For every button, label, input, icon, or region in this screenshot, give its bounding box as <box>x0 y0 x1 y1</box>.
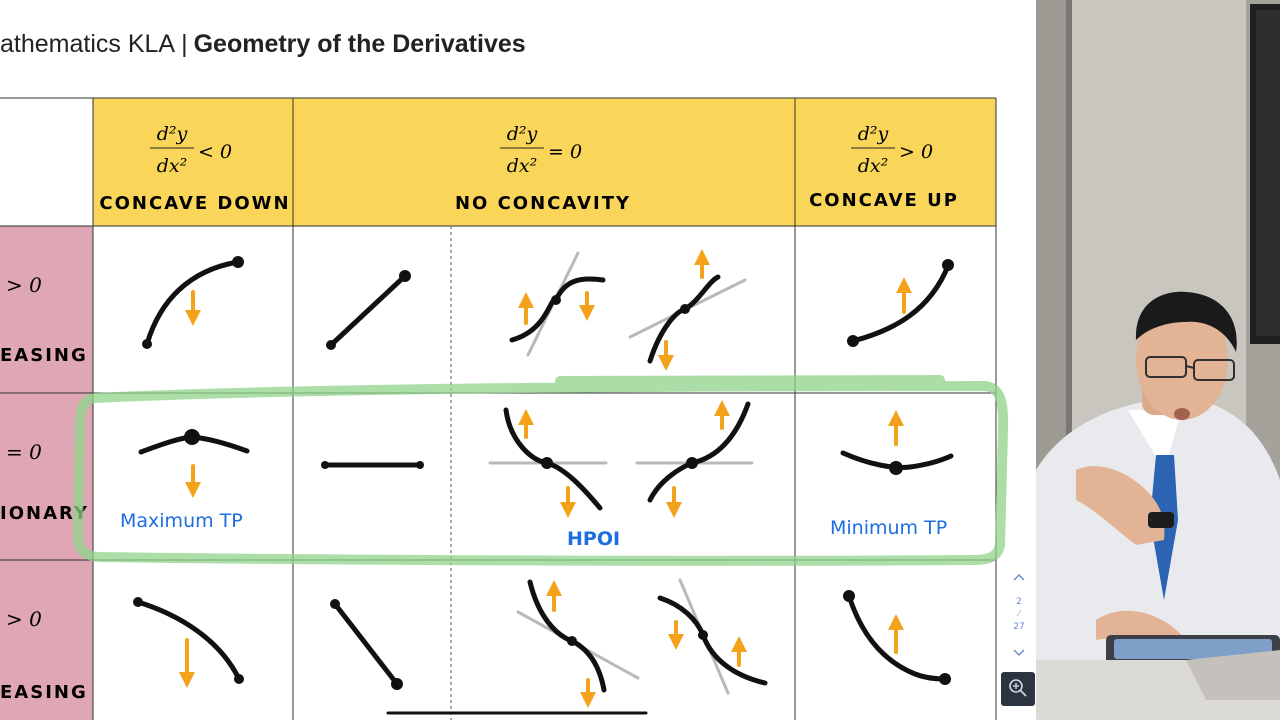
annotation-minimum: Minimum TP <box>830 517 947 539</box>
row-label: EASING <box>0 682 88 703</box>
derivatives-table: d²y dx² < 0 CONCAVE DOWN d²y dx² = 0 NO … <box>0 97 1009 720</box>
line-increasing <box>328 273 408 348</box>
condition-denominator: dx² <box>507 155 538 177</box>
condition-numerator: d²y <box>157 123 188 145</box>
curve-inflection-decreasing-a <box>527 579 607 693</box>
zoom-in-icon <box>1009 679 1027 697</box>
column-label: CONCAVE UP <box>809 190 959 211</box>
chevron-down-icon[interactable] <box>1006 643 1032 663</box>
title-main: Geometry of the Derivatives <box>193 30 526 58</box>
column-header-no-concavity: d²y dx² = 0 NO CONCAVITY <box>455 123 631 214</box>
condition-relation: = 0 <box>548 141 582 163</box>
column-label: CONCAVE DOWN <box>99 193 290 214</box>
concavity-arrows <box>179 249 912 708</box>
column-label: NO CONCAVITY <box>455 193 631 214</box>
title-prefix: athematics KLA <box>0 30 176 58</box>
row-label: EASING <box>0 345 88 366</box>
page-navigator: 2 ⁄ 27 <box>1006 565 1032 665</box>
highlight-loop <box>72 375 1009 566</box>
curve-minimum <box>840 450 954 470</box>
annotation-maximum: Maximum TP <box>120 510 243 532</box>
curve-points <box>133 256 954 690</box>
row-header-stationary: = 0 IONARY <box>0 440 89 524</box>
condition-numerator: d²y <box>858 123 889 145</box>
presenter-illustration <box>1036 0 1280 720</box>
row-header-increasing: > 0 EASING <box>0 273 88 366</box>
column-header-concave-down: d²y dx² < 0 CONCAVE DOWN <box>99 123 290 214</box>
curves <box>135 259 954 715</box>
condition-relation: < 0 <box>198 141 232 163</box>
page-total: 27 <box>1013 622 1025 632</box>
curve-concave-up-decreasing <box>846 593 948 682</box>
row-condition: > 0 <box>6 273 42 297</box>
row-header-decreasing: > 0 EASING <box>0 607 88 703</box>
curve-inflection-increasing-b <box>647 274 721 364</box>
row-label: IONARY <box>0 503 89 524</box>
condition-relation: > 0 <box>899 141 933 163</box>
zoom-button[interactable] <box>1001 672 1035 706</box>
curve-concave-down-increasing <box>144 259 241 347</box>
row-condition: > 0 <box>6 607 42 631</box>
slide-canvas: athematics KLA|Geometry of the Derivativ… <box>0 30 1035 720</box>
page-separator: ⁄ <box>1018 609 1020 618</box>
title-separator: | <box>181 30 188 58</box>
condition-denominator: dx² <box>157 155 188 177</box>
line-decreasing <box>332 601 400 687</box>
curve-hpoi-decreasing <box>503 407 603 511</box>
curve-hpoi-increasing <box>647 401 751 503</box>
chevron-up-icon[interactable] <box>1006 567 1032 587</box>
table-gridlines <box>0 97 997 720</box>
header-row-bg <box>93 98 996 226</box>
column-header-concave-up: d²y dx² > 0 CONCAVE UP <box>809 123 959 211</box>
condition-numerator: d²y <box>507 123 538 145</box>
curve-concave-down-decreasing <box>135 599 242 682</box>
condition-denominator: dx² <box>858 155 889 177</box>
row-condition: = 0 <box>6 440 42 464</box>
webcam-video <box>1036 0 1280 720</box>
page-title: athematics KLA|Geometry of the Derivativ… <box>0 30 526 59</box>
page-current: 2 <box>1016 597 1022 607</box>
curve-concave-up-increasing <box>850 263 951 344</box>
annotation-hpoi: HPOI <box>567 528 620 550</box>
tangent-lines <box>488 251 754 695</box>
